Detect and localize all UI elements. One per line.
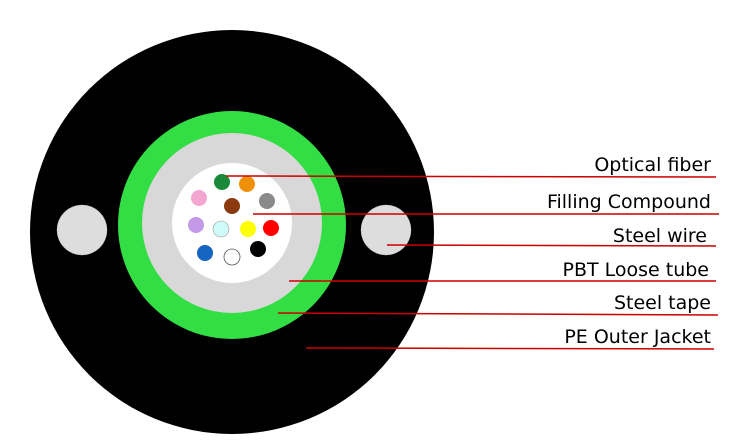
leader-line-pe-outer-jacket <box>305 347 715 350</box>
fiber-pink <box>191 190 207 206</box>
leader-line-steel-tape <box>277 312 719 316</box>
fiber-blue <box>197 245 213 261</box>
leader-lines <box>225 175 719 350</box>
label-optical-fiber: Optical fiber <box>594 154 711 176</box>
fiber-group <box>188 174 279 266</box>
fiber-orange <box>239 176 255 192</box>
label-pbt-loose-tube: PBT Loose tube <box>562 259 709 281</box>
fiber-gray <box>259 193 275 209</box>
fiber-white <box>223 248 241 266</box>
fiber-green <box>214 174 230 190</box>
fiber-black <box>250 241 266 257</box>
label-filling-compound: Filling Compound <box>547 191 711 213</box>
fiber-violet <box>188 217 204 233</box>
label-steel-wire: Steel wire <box>613 225 707 247</box>
fiber-aqua <box>212 220 230 238</box>
steel-wire-right <box>360 204 412 256</box>
steel-wire-left <box>56 204 108 256</box>
label-pe-outer-jacket: PE Outer Jacket <box>564 326 711 348</box>
fiber-yellow <box>240 221 256 237</box>
leader-line-steel-wire <box>386 244 717 247</box>
fiber-brown <box>224 198 240 214</box>
label-steel-tape: Steel tape <box>614 292 711 314</box>
fiber-red <box>263 220 279 236</box>
leader-line-optical-fiber <box>225 175 717 178</box>
